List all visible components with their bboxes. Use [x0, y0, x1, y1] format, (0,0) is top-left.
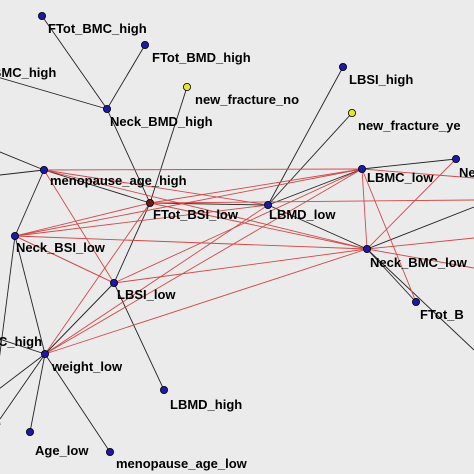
node-label-ftot-bsi-low: FTot_BSI_low: [153, 207, 239, 222]
edge-weight_low-age_low: [29, 353, 46, 433]
node-label-neck-bmd-high: Neck_BMD_high: [110, 114, 213, 129]
red-edge-neck_bmc_low-ne_right: [366, 158, 457, 250]
edge-lbmd_low-neck_bmc_low: [267, 204, 368, 250]
node-label-bmc-high-left: BMC_high: [0, 65, 56, 80]
node-layer: [10, 11, 460, 456]
node-ftot-b-right[interactable]: [411, 297, 420, 306]
node-label-ne-right: Ne: [459, 165, 474, 180]
node-new-fracture-yes[interactable]: [347, 109, 356, 118]
node-label-lbmd-high: LBMD_high: [170, 397, 242, 412]
node-label-lbsi-high: LBSI_high: [349, 72, 413, 87]
edge-lbsi_low-weight_low: [44, 282, 115, 355]
red-edge-ftot_bsi_low-lbmc_low: [149, 168, 363, 204]
edge-ftot_bsi_low-lbsi_low: [113, 202, 151, 284]
edge-menopause_age_high-ftot_bsi_low: [43, 169, 151, 204]
black-edge-layer: [0, 15, 474, 453]
node-menopause-age-low[interactable]: [106, 447, 115, 456]
node-label-menopause-age-high: menopause_age_high: [50, 173, 187, 188]
edge-bmc_high_left-neck_bmd_high: [0, 77, 108, 110]
red-edge-menopause_age_high-lbsi_low: [43, 169, 115, 284]
red-edge-neck_bsi_low-neck_bmc_low: [14, 235, 368, 250]
red-edge-lbsi_low-neck_bsi_low: [14, 235, 115, 284]
edge-lbmd_low-lbmc_low: [267, 168, 363, 206]
edge-menopause_age_high-neck_bsi_low: [14, 169, 45, 237]
edge-menopause_age_high-edge_node_left1: [0, 151, 45, 171]
node-label-lbmc-low: LBMC_low: [367, 170, 434, 185]
node-label-lbsi-low: LBSI_low: [117, 287, 176, 302]
edge-ftot_bmd_high-neck_bmd_high: [106, 44, 146, 110]
edge-offscreen-neck_bmc_low: [366, 248, 474, 351]
node-ftot-bsi-low[interactable]: [145, 198, 154, 207]
edge-offscreen-menopause_age_high: [0, 169, 45, 176]
node-lbsi-high[interactable]: [338, 63, 347, 72]
edge-lbsi_low-lbmd_high: [113, 282, 165, 391]
red-edge-lbmc_low-ftot_b_right: [361, 168, 417, 303]
red-edge-lbmc_low-lbsi_low: [113, 168, 363, 284]
node-label-menopause-age-low: menopause_age_low: [116, 456, 248, 471]
node-new-fracture-no[interactable]: [182, 83, 191, 92]
edge-weight_low-edge_node_left2: [0, 353, 46, 389]
edge-offscreen-weight_low: [0, 353, 46, 420]
node-label-ftot-b-right: FTot_B: [420, 307, 464, 322]
node-label-neck-bsi-low: Neck_BSI_low: [16, 240, 106, 255]
node-age-low[interactable]: [25, 427, 34, 436]
node-label-c-high-left: C_high: [0, 334, 42, 349]
node-lbmc-low[interactable]: [357, 164, 366, 173]
node-ne-right[interactable]: [451, 154, 460, 163]
red-edge-menopause_age_high-lbmd_low: [43, 169, 269, 206]
red-edge-offscreen-ftot_bsi_low: [149, 199, 474, 204]
node-neck-bsi-low[interactable]: [10, 231, 19, 240]
red-edge-layer: [14, 158, 474, 355]
red-edge-offscreen-lbmc_low: [361, 168, 474, 179]
edge-weight_low-c_high_left: [0, 338, 46, 355]
node-lbmd-low[interactable]: [263, 200, 272, 209]
red-edge-neck_bsi_low-ftot_bsi_low: [14, 202, 151, 237]
edge-weight_low-menopause_age_low: [44, 353, 111, 453]
edge-new_fracture_yes-lbmd_low: [267, 112, 353, 206]
node-lbmd-high[interactable]: [159, 385, 168, 394]
red-edge-menopause_age_high-lbmc_low: [43, 168, 363, 171]
node-neck-bmc-low[interactable]: [362, 244, 371, 253]
red-edge-menopause_age_high-neck_bmc_low: [43, 169, 368, 250]
node-neck-bmd-high[interactable]: [103, 105, 112, 114]
edge-offscreen-neck_bmc_low: [366, 206, 474, 250]
edge-neck_bmd_high-ftot_bsi_low: [106, 108, 151, 204]
red-edge-ftot_bsi_low-weight_low: [44, 202, 151, 355]
red-edge-offscreen-neck_bmc_low: [366, 248, 474, 269]
node-ftot-bmc-high[interactable]: [38, 11, 47, 20]
edge-neck_bmc_low-ftot_b_right: [366, 248, 417, 303]
edge-new_fracture_no-ftot_bsi_low: [149, 86, 188, 204]
red-edge-offscreen-neck_bmc_low: [366, 237, 474, 250]
edge-ne_right-lbmc_low: [361, 158, 457, 170]
node-lbsi-low[interactable]: [110, 278, 119, 287]
node-menopause-age-high[interactable]: [40, 165, 49, 174]
node-weight-low[interactable]: [41, 349, 50, 358]
label-layer: FTot_BMC_highFTot_BMD_highBMC_highNeck_B…: [0, 21, 474, 471]
node-ftot-bmd-high[interactable]: [140, 41, 149, 50]
red-edge-neck_bmc_low-lbsi_low: [113, 248, 368, 284]
node-label-weight-low: weight_low: [51, 359, 123, 374]
node-label-new-fracture-no: new_fracture_no: [195, 92, 299, 107]
node-label-new-fracture-yes: new_fracture_ye: [358, 118, 461, 133]
red-edge-neck_bsi_low-lbmd_low: [14, 204, 269, 237]
edge-ftot_bsi_low-lbmd_low: [149, 202, 269, 206]
node-label-age-low: Age_low: [35, 443, 89, 458]
red-edge-lbmc_low-weight_low: [44, 168, 363, 355]
edge-lbsi_high-lbmd_low: [267, 66, 344, 206]
edge-neck_bsi_low-edge_node_left2: [0, 235, 16, 357]
edge-neck_bsi_low-weight_low: [14, 235, 46, 355]
edge-ftot_bmc_high-neck_bmd_high: [41, 15, 108, 110]
node-label-neck-bmc-low: Neck_BMC_low: [370, 255, 468, 270]
node-label-lbmd-low: LBMD_low: [269, 207, 336, 222]
red-edge-lbmc_low-neck_bmc_low: [361, 168, 368, 250]
node-label-ftot-bmd-high: FTot_BMD_high: [152, 50, 251, 65]
red-edge-neck_bmc_low-weight_low: [44, 248, 368, 355]
node-label-ftot-bmc-high: FTot_BMC_high: [48, 21, 147, 36]
red-edge-lbmd_low-weight_low: [44, 204, 269, 355]
red-edge-ftot_bsi_low-neck_bmc_low: [149, 202, 368, 250]
